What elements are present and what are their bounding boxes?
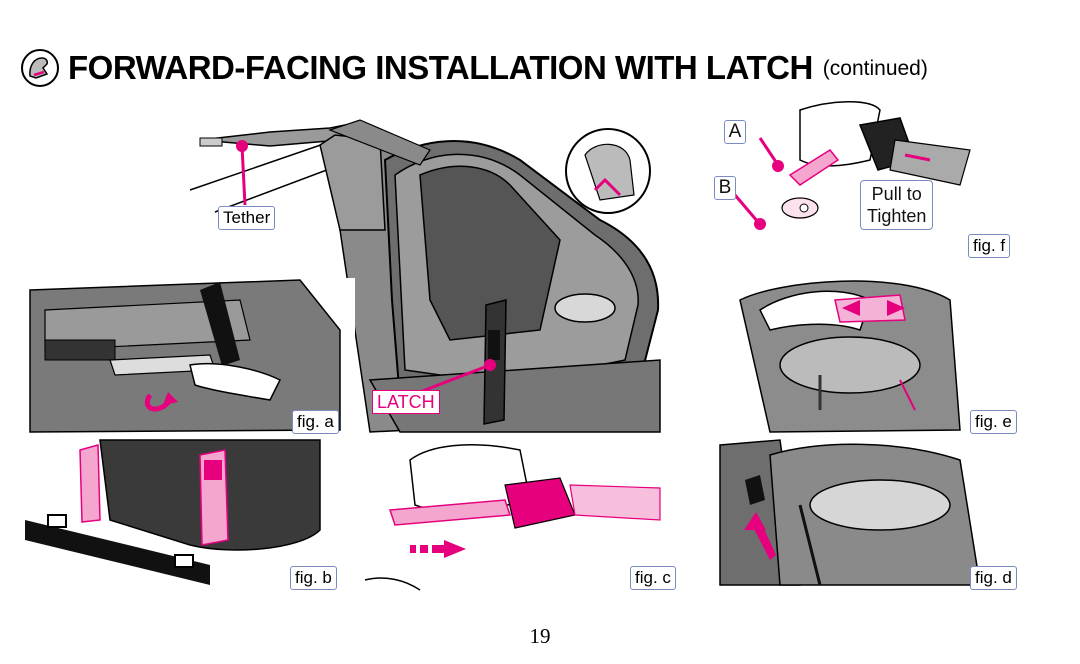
car-seat-icon xyxy=(21,49,59,87)
pull-label-line1: Pull to xyxy=(871,184,922,204)
fig-b-label: fig. b xyxy=(290,566,337,590)
page-header: FORWARD-FACING INSTALLATION WITH LATCH (… xyxy=(20,46,928,90)
pull-to-tighten-label: Pull to Tighten xyxy=(860,180,934,230)
fig-e-label: fig. e xyxy=(970,410,1017,434)
latch-label: LATCH xyxy=(372,390,440,414)
fig-f-label: fig. f xyxy=(968,234,1011,258)
fig-d-label: fig. d xyxy=(970,566,1017,590)
connector-a-label: A xyxy=(724,120,746,144)
pull-label-line2: Tighten xyxy=(867,206,927,226)
direction-arrow xyxy=(410,540,466,558)
tether-label: Tether xyxy=(218,206,276,230)
page-number: 19 xyxy=(529,624,551,648)
connector-b-label: B xyxy=(714,176,736,200)
fig-a-label: fig. a xyxy=(292,410,339,434)
page-title: FORWARD-FACING INSTALLATION WITH LATCH xyxy=(68,49,813,86)
fig-c-label: fig. c xyxy=(630,566,676,590)
page-subtitle: (continued) xyxy=(822,57,928,80)
